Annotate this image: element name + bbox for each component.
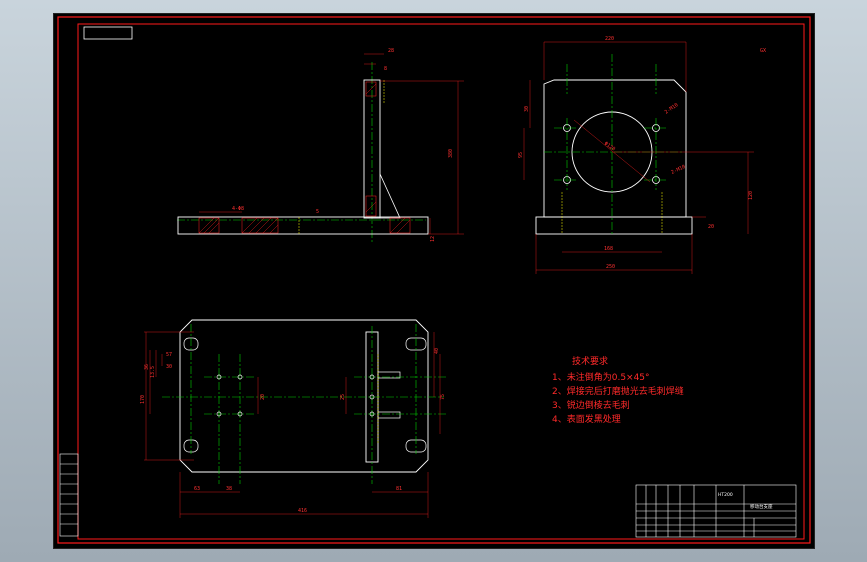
top-dim-left-small: 13.5	[150, 366, 156, 378]
side-dim-bottom: 250	[606, 264, 615, 270]
corner-mark: GX	[760, 48, 766, 54]
top-plate	[184, 320, 430, 470]
top-dim-left-top: 57	[166, 352, 172, 358]
top-dim-right-h2: 75	[440, 394, 446, 400]
front-base	[177, 216, 429, 235]
side-view: 220 30 95 2-M10 Φ120 2-M10 120 168 250 2…	[518, 36, 754, 274]
side-dim-bolt: 2-M10	[664, 102, 680, 116]
side-dim-top: 220	[605, 36, 614, 42]
left-strip	[59, 453, 79, 537]
drawing-sheet: GX 28 8 380 12 4-Φ8 5	[54, 14, 814, 548]
tech-item-4: 4、表面发黑处理	[552, 413, 621, 425]
top-dim-left-tiny: 30	[166, 364, 172, 370]
top-plate-outline	[179, 319, 429, 473]
top-dim-bottom-c: 81	[396, 486, 402, 492]
top-dim-center-v: 20	[260, 394, 266, 400]
front-view: 28 8 380 12 4-Φ8 5	[177, 48, 464, 244]
front-hatch-4	[365, 81, 377, 97]
front-hatch-5	[365, 195, 377, 217]
side-dim-base-h: 20	[708, 224, 714, 230]
top-dim-bottom-a: 63	[194, 486, 200, 492]
side-dim-right: 120	[748, 191, 754, 200]
tech-requirements: 技术要求 1、未注倒角为0.5×45° 2、焊接完后打磨抛光去毛刺焊缝 3、锐边…	[552, 355, 684, 425]
side-dim-left-mid: 95	[518, 152, 524, 158]
side-dim-bolt2: 2-M10	[670, 164, 686, 176]
side-dim-hole: Φ120	[603, 141, 616, 153]
top-dim-bottom-b: 38	[226, 486, 232, 492]
front-dim-top-width: 28	[388, 48, 394, 54]
tech-title: 技术要求	[572, 355, 608, 367]
side-dim-left-small: 30	[524, 106, 530, 112]
top-view: 170 36 13.5 30 57 20 25 40 75 63 38 81 4…	[140, 319, 446, 518]
front-rib	[379, 173, 401, 219]
top-dim-left-mid: 36	[144, 364, 150, 370]
tech-item-3: 3、锐边倒棱去毛刺	[552, 399, 630, 411]
drawing-number-box	[83, 26, 133, 40]
front-dim-base-t: 12	[430, 236, 436, 242]
inner-frame	[77, 23, 805, 540]
top-dim-overall: 416	[298, 508, 307, 514]
front-dim-top-inner: 8	[384, 66, 387, 72]
top-dim-left-outer: 170	[140, 395, 146, 404]
tech-item-1: 1、未注倒角为0.5×45°	[552, 371, 650, 383]
title-block: HT200 移动台支座	[635, 484, 797, 538]
front-hatch-2	[241, 217, 279, 234]
side-dim-bottom-inner: 168	[604, 246, 613, 252]
top-dim-center-v2: 25	[340, 394, 346, 400]
title-material: HT200	[718, 492, 733, 498]
front-upright	[363, 79, 381, 219]
front-dim-slot: 4-Φ8	[232, 206, 244, 212]
outer-frame	[57, 16, 811, 544]
side-base	[535, 216, 693, 235]
front-dim-mark: 5	[316, 209, 319, 215]
front-dim-height: 380	[448, 149, 454, 158]
top-dim-right-h: 40	[434, 348, 440, 354]
front-hatch-3	[389, 217, 411, 234]
tech-item-2: 2、焊接完后打磨抛光去毛刺焊缝	[552, 385, 684, 397]
cad-drawing: GX 28 8 380 12 4-Φ8 5	[57, 16, 811, 544]
title-part-name: 移动台支座	[750, 503, 773, 510]
